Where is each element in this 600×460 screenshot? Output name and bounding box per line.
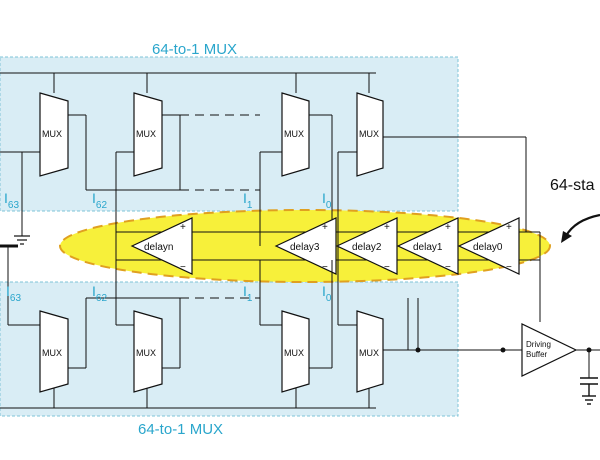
top-mux-1: MUX xyxy=(281,92,310,177)
top-mux-63: MUX xyxy=(39,92,69,177)
bottom-dashed-bus xyxy=(180,297,296,409)
bottom-label-i62: I62 xyxy=(92,283,107,304)
top-input-labels: I63 I62 I1 I0 xyxy=(4,190,332,211)
top-dashed-bus xyxy=(180,72,296,191)
bottom-label-i1: I1 xyxy=(243,283,253,304)
top-mux-panel xyxy=(0,56,459,212)
bottom-mux-panel xyxy=(0,281,459,417)
bottom-input-labels: I63 I62 I1 I0 xyxy=(6,283,332,304)
driving-buffer: Driving Buffer xyxy=(521,298,600,378)
bottom-mux-0: MUX xyxy=(356,310,384,393)
top-label-i62: I62 xyxy=(92,190,107,211)
bottom-mux-62: MUX xyxy=(133,310,163,393)
output-capacitor-icon xyxy=(580,377,598,405)
delay-stage-n: delayn + − xyxy=(130,217,193,275)
svg-text:MUX: MUX xyxy=(136,129,156,139)
top-label-i0: I0 xyxy=(322,190,332,211)
svg-text:MUX: MUX xyxy=(359,348,379,358)
svg-text:+: + xyxy=(180,222,186,233)
svg-text:Buffer: Buffer xyxy=(526,350,548,359)
svg-text:MUX: MUX xyxy=(136,348,156,358)
bottom-mux-63: MUX xyxy=(39,310,69,393)
svg-text:−: − xyxy=(445,262,451,273)
svg-text:−: − xyxy=(322,262,328,273)
svg-text:−: − xyxy=(180,262,186,273)
svg-text:delay0: delay0 xyxy=(473,242,503,253)
bottom-label-i0: I0 xyxy=(322,283,332,304)
svg-text:MUX: MUX xyxy=(359,129,379,139)
svg-text:−: − xyxy=(384,262,390,273)
svg-text:+: + xyxy=(322,222,328,233)
bottom-panel-title: 64-to-1 MUX xyxy=(138,421,223,438)
top-mux-62: MUX xyxy=(133,92,163,177)
svg-text:delay1: delay1 xyxy=(413,242,443,253)
delay-rails-dashed xyxy=(194,231,276,261)
stage-arrow-icon xyxy=(565,213,600,237)
bottom-label-i63: I63 xyxy=(6,283,21,304)
svg-text:delay3: delay3 xyxy=(290,242,320,253)
svg-text:delay2: delay2 xyxy=(352,242,382,253)
svg-text:MUX: MUX xyxy=(42,129,62,139)
top-label-i1: I1 xyxy=(243,190,253,211)
svg-text:MUX: MUX xyxy=(284,348,304,358)
svg-text:Driving: Driving xyxy=(526,340,551,349)
bottom-mux-1: MUX xyxy=(281,310,310,393)
top-mux-0: MUX xyxy=(356,92,384,177)
top-panel-title: 64-to-1 MUX xyxy=(152,41,237,58)
delay-stage-0: delay0 + − xyxy=(457,217,520,275)
svg-text:delayn: delayn xyxy=(144,242,173,253)
svg-text:−: − xyxy=(506,262,512,273)
delay-stages: delayn + − delay3 + − delay2 + − delay1 … xyxy=(130,217,520,275)
top-mux-group: MUX MUX MUX MUX xyxy=(39,92,384,177)
svg-text:MUX: MUX xyxy=(42,348,62,358)
stage-count-label: 64-sta xyxy=(550,177,595,194)
svg-text:+: + xyxy=(506,222,512,233)
svg-text:+: + xyxy=(384,222,390,233)
svg-text:MUX: MUX xyxy=(284,129,304,139)
top-label-i63: I63 xyxy=(4,190,19,211)
ground-icon xyxy=(14,235,30,245)
svg-text:+: + xyxy=(445,222,451,233)
bottom-mux-group: MUX MUX MUX MUX xyxy=(39,310,384,393)
